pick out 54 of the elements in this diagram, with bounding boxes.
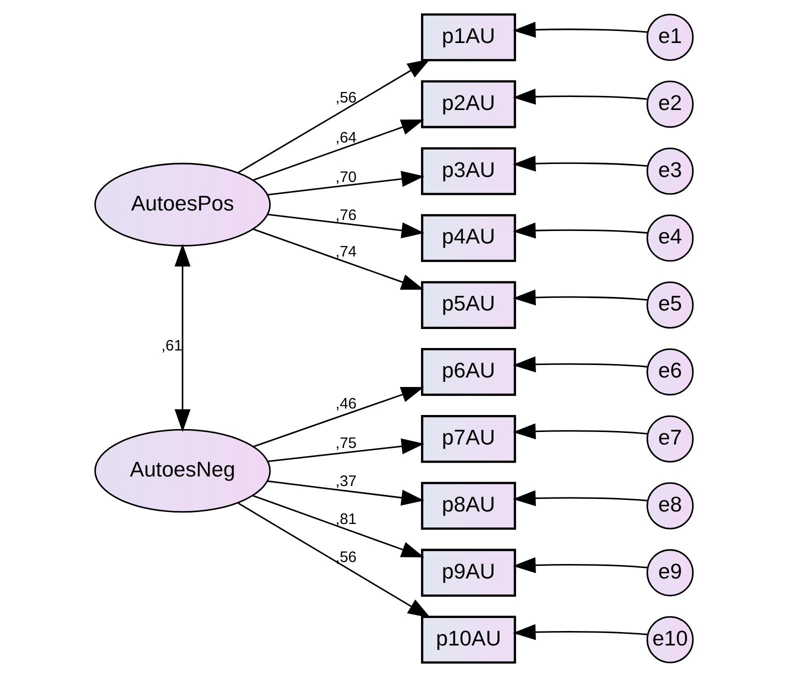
node-box: p3AU (420, 147, 516, 196)
arrow (252, 228, 424, 290)
arrow (267, 170, 424, 196)
edge-label: ,64 (335, 129, 356, 146)
arrow (512, 624, 648, 640)
edge-label: ,75 (335, 435, 356, 452)
arrow (512, 289, 648, 306)
edge-label: ,70 (335, 168, 356, 186)
edge-label: ,74 (335, 243, 356, 260)
node-circle: e3 (646, 148, 694, 195)
node-box: p10AU (420, 616, 516, 664)
arrow (512, 88, 648, 105)
arrow (267, 438, 424, 462)
node-circle: e4 (646, 214, 694, 262)
edge-label: ,76 (335, 206, 356, 224)
arrow (252, 119, 424, 181)
node-circle: e9 (646, 549, 694, 596)
edge-label: ,46 (335, 395, 356, 412)
arrow (512, 356, 648, 372)
arrow (512, 557, 648, 574)
node-box: p4AU (420, 214, 516, 262)
node-ellipse: AutoesPos (94, 162, 270, 246)
node-circle: e7 (646, 415, 694, 462)
arrow (267, 214, 424, 238)
arrow (512, 22, 648, 38)
node-box: p6AU (420, 348, 516, 396)
node-box: p5AU (420, 281, 516, 329)
node-circle: e8 (646, 482, 694, 530)
arrow (512, 156, 648, 172)
edge-label: ,61 (160, 337, 182, 354)
arrow (512, 222, 648, 239)
arrow (512, 423, 648, 440)
edge-label: ,81 (335, 511, 356, 528)
arrow (237, 502, 430, 618)
arrow (252, 494, 424, 558)
node-box: p7AU (420, 414, 516, 463)
node-ellipse: AutoesNeg (94, 429, 270, 513)
node-circle: e2 (646, 80, 694, 128)
node-circle: e6 (646, 348, 694, 396)
node-box: p8AU (420, 482, 516, 530)
arrow (252, 386, 424, 448)
arrow (174, 244, 190, 432)
node-box: p2AU (420, 80, 516, 128)
node-circle: e5 (646, 281, 694, 329)
node-box: p9AU (420, 548, 516, 597)
node-circle: e10 (646, 616, 694, 664)
arrow (237, 59, 430, 174)
edge-label: ,56 (335, 90, 356, 107)
edge-label: ,37 (335, 473, 356, 490)
arrow (512, 490, 648, 506)
arrow (266, 480, 424, 506)
node-circle: e1 (646, 14, 694, 61)
node-box: p1AU (420, 13, 516, 62)
edge-label: ,56 (335, 549, 356, 566)
